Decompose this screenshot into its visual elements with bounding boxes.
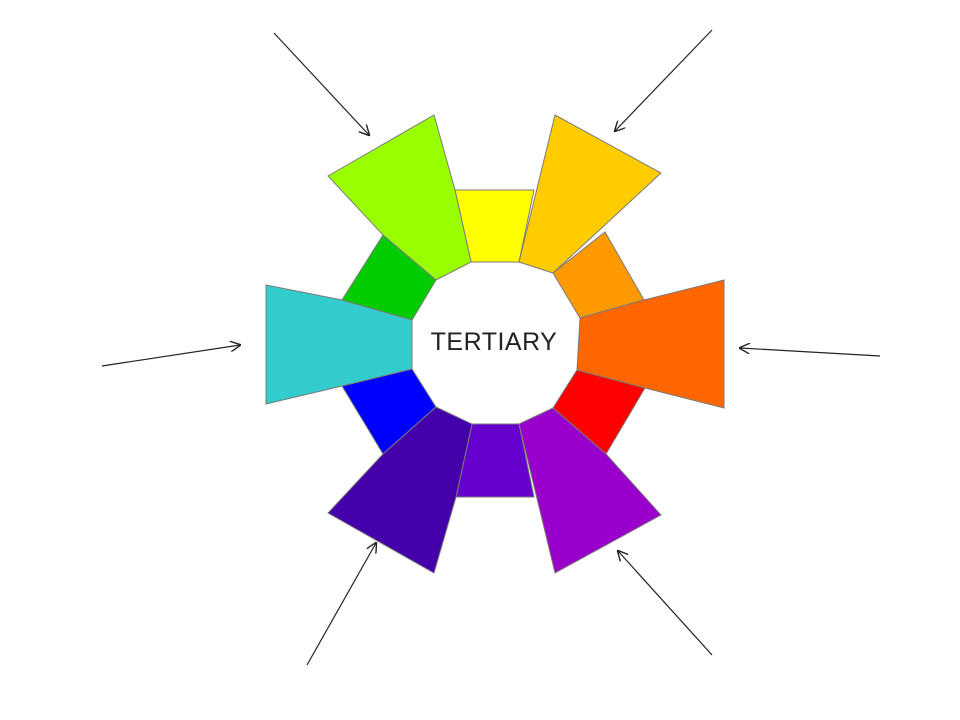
segment-yellow-orange: [518, 114, 662, 274]
segment-blue-green: [265, 284, 413, 405]
arrow-to-red-orange: [740, 348, 881, 357]
segment-red-orange: [576, 279, 725, 409]
arrow-to-yellow-green: [273, 32, 369, 135]
arrow-to-yellow-orange: [615, 29, 713, 131]
arrow-to-red-violet: [618, 551, 713, 656]
arrow-to-blue-violet: [306, 543, 376, 666]
segment-blue-violet: [327, 406, 473, 574]
segment-red-violet: [518, 407, 662, 574]
center-label: TERTIARY: [431, 328, 558, 356]
segment-yellow-green: [327, 114, 472, 281]
arrow-to-blue-green: [101, 345, 240, 367]
